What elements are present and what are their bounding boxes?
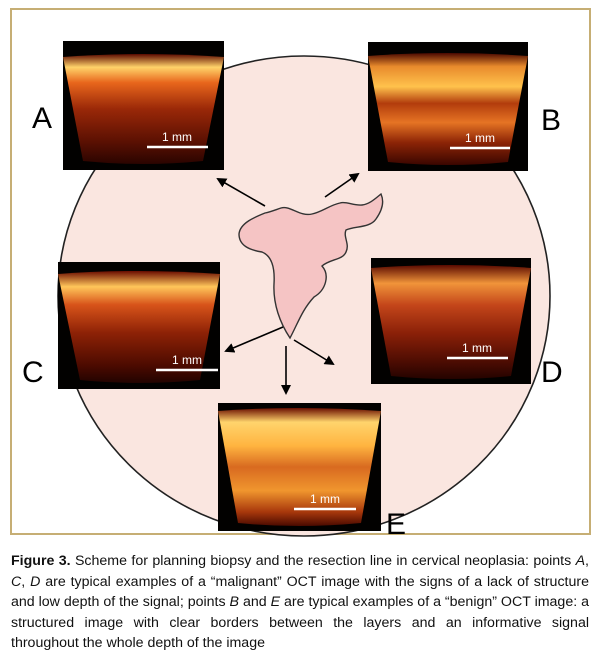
scale-bar-label: 1 mm — [172, 353, 202, 367]
caption-text: Scheme for planning biopsy and the resec… — [70, 553, 576, 569]
caption-label: Figure 3. — [11, 553, 71, 569]
caption-text: and — [239, 594, 271, 610]
point-label-c: C — [22, 356, 44, 389]
oct-image-d: 1 mm — [371, 258, 531, 384]
figure-caption: Figure 3. Scheme for planning biopsy and… — [11, 551, 589, 654]
point-label-b: B — [541, 104, 562, 137]
caption-text: , — [21, 573, 31, 590]
lesion-shape — [238, 192, 384, 340]
arrow-to-b — [324, 172, 360, 198]
scale-bar-label: 1 mm — [310, 492, 340, 506]
caption-point-c: C — [11, 573, 22, 590]
arrow-to-d — [293, 339, 335, 366]
scale-bar-label: 1 mm — [162, 130, 192, 144]
oct-image-e: 1 mm — [218, 403, 381, 531]
arrow-to-a — [216, 178, 266, 207]
caption-text: , — [585, 553, 589, 569]
scale-bar-label: 1 mm — [465, 131, 495, 145]
caption-point-e: E — [270, 594, 281, 610]
oct-image-a: 1 mm — [63, 41, 224, 170]
point-label-d: D — [541, 356, 563, 389]
arrow-to-c — [224, 326, 284, 353]
point-label-e: E — [386, 508, 407, 541]
caption-text: are typical examples of a “benign” OCT i… — [11, 594, 589, 651]
point-label-a: A — [32, 102, 53, 135]
caption-point-b: B — [229, 594, 240, 610]
caption-point-a: A — [575, 553, 586, 569]
caption-text: are typical examples of a “malignant” OC… — [11, 573, 589, 611]
oct-image-c: 1 mm — [58, 262, 220, 389]
oct-image-b: 1 mm — [368, 42, 528, 171]
caption-point-d: D — [30, 573, 41, 590]
scale-bar-label: 1 mm — [462, 341, 492, 355]
